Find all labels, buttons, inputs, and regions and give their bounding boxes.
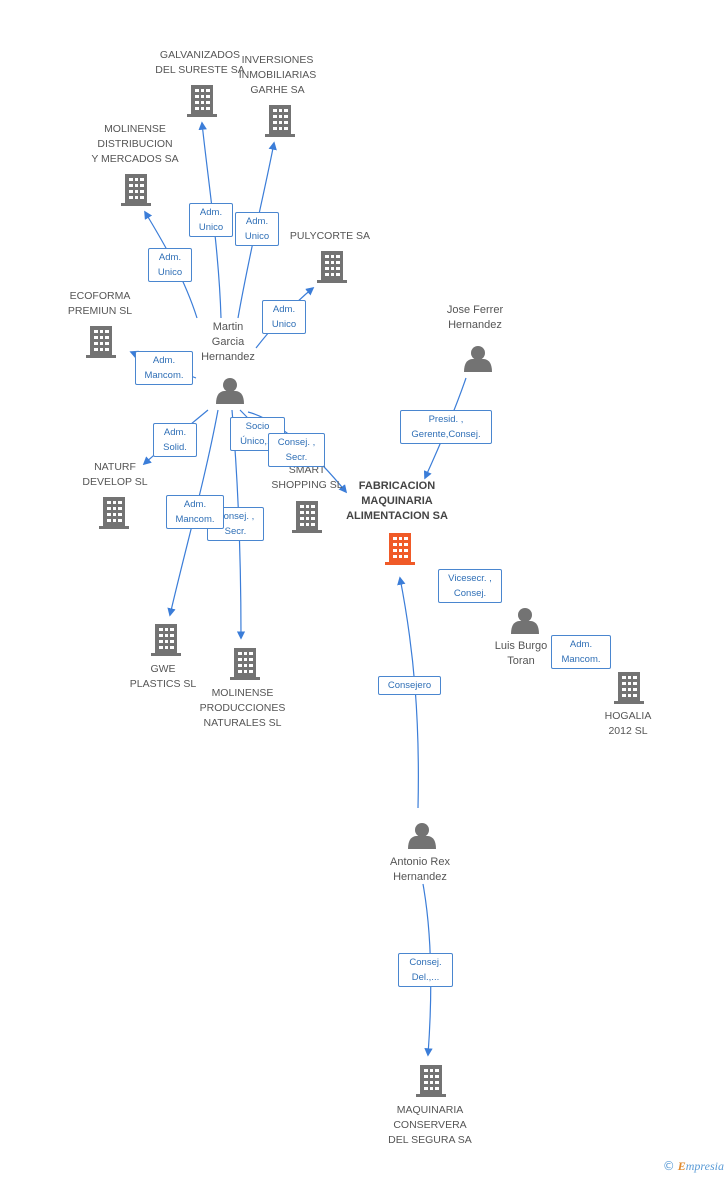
- galvanizados-building-icon[interactable]: [187, 85, 217, 117]
- brand-initial: E: [677, 1159, 686, 1173]
- pulycorte-building-icon[interactable]: [317, 251, 347, 283]
- node-label-gwe[interactable]: GWE PLASTICS SL: [129, 663, 197, 690]
- node-label-naturf[interactable]: NATURF DEVELOP SL: [82, 461, 148, 488]
- relation-badge-luis-fabricacion[interactable]: Vicesecr. , Consej.: [438, 569, 502, 603]
- relation-badge-gwe[interactable]: Adm. Mancom.: [166, 495, 224, 529]
- relation-badge-ecoforma[interactable]: Adm. Mancom.: [135, 351, 193, 385]
- molinense-dist-building-icon[interactable]: [121, 174, 151, 206]
- relation-badge-inversiones[interactable]: Adm. Unico: [235, 212, 279, 246]
- relation-badge-fabricacion-martin[interactable]: Consej. , Secr.: [268, 433, 325, 467]
- node-label-hogalia[interactable]: HOGALIA 2012 SL: [604, 710, 652, 737]
- node-label-fabricacion[interactable]: FABRICACION MAQUINARIA ALIMENTACION SA: [346, 480, 448, 522]
- relation-badge-jose[interactable]: Presid. , Gerente,Consej.: [400, 410, 492, 444]
- relation-badge-naturf[interactable]: Adm. Solid.: [153, 423, 197, 457]
- ecoforma-building-icon[interactable]: [86, 326, 116, 358]
- node-label-pulycorte[interactable]: PULYCORTE SA: [289, 230, 371, 242]
- node-label-molinense-prod[interactable]: MOLINENSE PRODUCCIONES NATURALES SL: [199, 687, 286, 729]
- node-label-antonio[interactable]: Antonio Rex Hernandez: [390, 856, 450, 883]
- brand-footer[interactable]: ©Empresia: [663, 1159, 724, 1174]
- smart-building-icon[interactable]: [292, 501, 322, 533]
- node-label-molinense-dist[interactable]: MOLINENSE DISTRIBUCION Y MERCADOS SA: [91, 123, 179, 165]
- node-label-jose[interactable]: Jose Ferrer Hernandez: [446, 304, 504, 331]
- copyright-icon: ©: [662, 1159, 675, 1173]
- node-label-martin[interactable]: Martin Garcia Hernandez: [201, 321, 255, 363]
- relation-badge-molinense-dist[interactable]: Adm. Unico: [148, 248, 192, 282]
- gwe-building-icon[interactable]: [151, 624, 181, 656]
- node-label-luis[interactable]: Luis Burgo Toran: [494, 640, 548, 667]
- relation-badge-antonio-maquinaria[interactable]: Consej. Del.,...: [398, 953, 453, 987]
- maquinaria-building-icon[interactable]: [416, 1065, 446, 1097]
- molinense-prod-building-icon[interactable]: [230, 648, 260, 680]
- relation-badge-pulycorte[interactable]: Adm. Unico: [262, 300, 306, 334]
- fabricacion-building-icon[interactable]: [385, 533, 415, 565]
- hogalia-building-icon[interactable]: [614, 672, 644, 704]
- luis-person-icon[interactable]: [511, 608, 539, 634]
- node-label-maquinaria[interactable]: MAQUINARIA CONSERVERA DEL SEGURA SA: [388, 1104, 472, 1146]
- inversiones-building-icon[interactable]: [265, 105, 295, 137]
- brand-name: mpresia: [685, 1159, 724, 1173]
- relation-badge-antonio-fabricacion[interactable]: Consejero: [378, 676, 441, 695]
- node-label-ecoforma[interactable]: ECOFORMA PREMIUN SL: [67, 290, 133, 317]
- relation-badge-luis-hogalia[interactable]: Adm. Mancom.: [551, 635, 611, 669]
- node-label-inversiones[interactable]: INVERSIONES INMOBILIARIAS GARHE SA: [238, 54, 317, 96]
- relation-badge-galvanizados[interactable]: Adm. Unico: [189, 203, 233, 237]
- martin-person-icon[interactable]: [216, 378, 244, 404]
- node-label-galvanizados[interactable]: GALVANIZADOS DEL SURESTE SA: [155, 49, 245, 76]
- jose-person-icon[interactable]: [464, 346, 492, 372]
- node-label-smart[interactable]: SMART SHOPPING SL: [271, 464, 343, 491]
- antonio-person-icon[interactable]: [408, 823, 436, 849]
- naturf-building-icon[interactable]: [99, 497, 129, 529]
